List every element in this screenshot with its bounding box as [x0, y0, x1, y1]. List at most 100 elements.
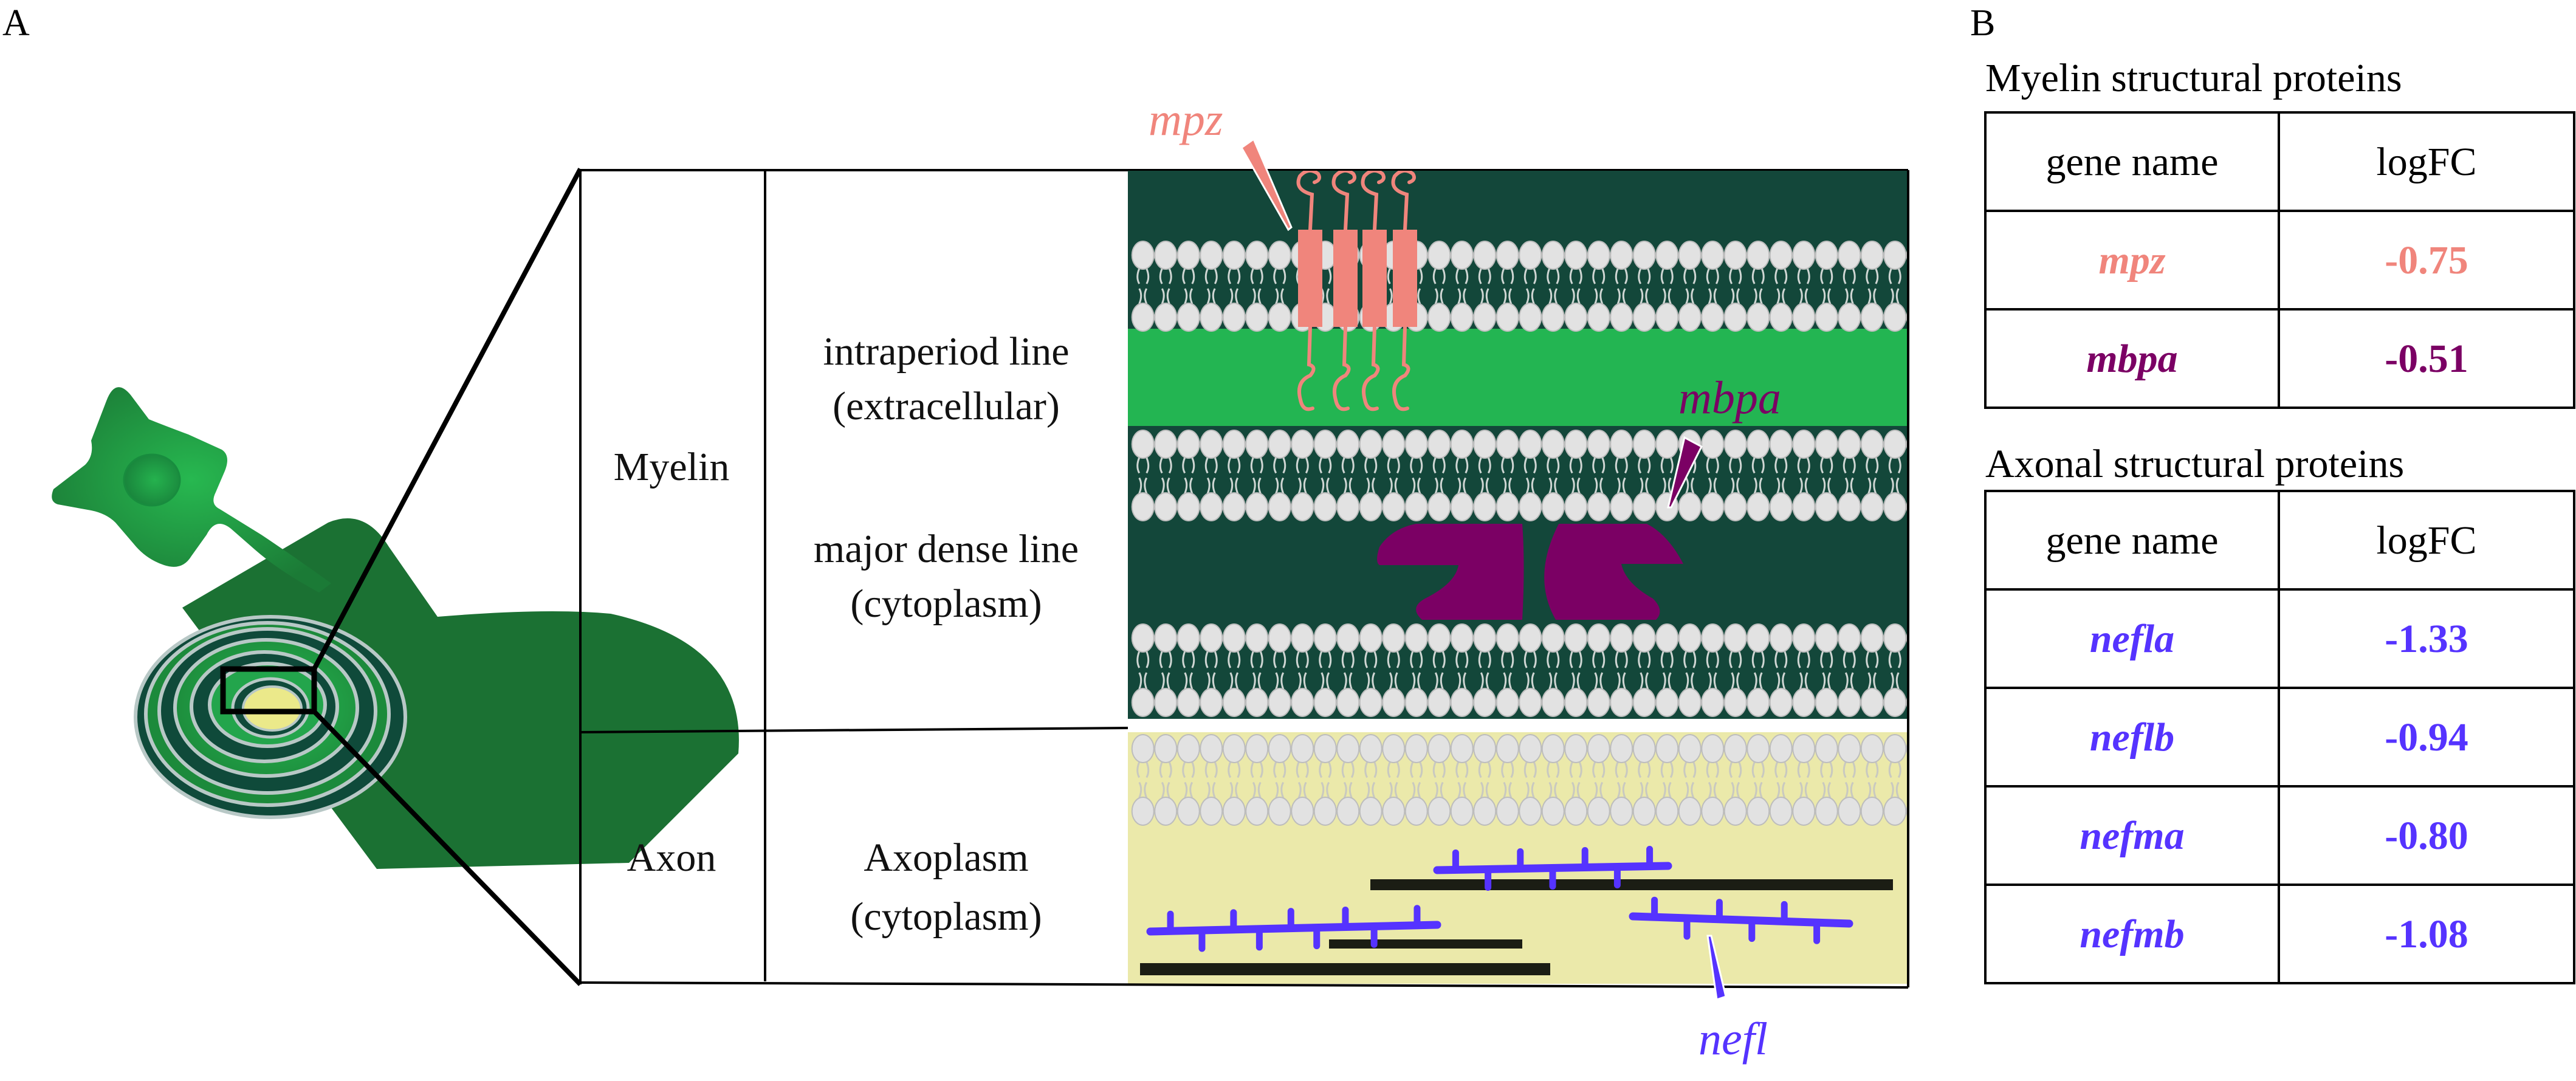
- lipid-head: [1792, 688, 1816, 717]
- lipid-head: [1632, 241, 1656, 270]
- lipid-bilayer: [1131, 623, 1907, 717]
- lipid-head: [1792, 430, 1816, 459]
- lipid-bilayer: [1131, 430, 1907, 521]
- lipid-head: [1860, 734, 1884, 763]
- lipid-head: [1131, 303, 1155, 332]
- lipid-head: [1382, 797, 1406, 826]
- gene-name-cell: mpz: [2098, 238, 2165, 283]
- lipid-head: [1291, 623, 1314, 653]
- lipid-head: [1404, 688, 1428, 717]
- lipid-head: [1313, 797, 1337, 826]
- lipid-head: [1883, 688, 1907, 717]
- lipid-head: [1610, 430, 1633, 459]
- lipid-head: [1313, 430, 1337, 459]
- lipid-head: [1336, 734, 1360, 763]
- lipid-head: [1632, 623, 1656, 653]
- microtubule: [1140, 963, 1550, 975]
- lipid-head: [1769, 623, 1793, 653]
- lipid-head: [1723, 492, 1747, 521]
- lipid-head: [1519, 734, 1542, 763]
- gene-name-cell: nefma: [2080, 814, 2184, 858]
- lipid-head: [1701, 688, 1725, 717]
- zoom-box: [220, 666, 317, 715]
- lipid-head: [1564, 688, 1588, 717]
- lipid-head: [1427, 492, 1451, 521]
- table-row: mbpa-0.51: [2086, 337, 2468, 381]
- lipid-head: [1587, 797, 1610, 826]
- lipid-head: [1906, 250, 1907, 261]
- lipid-head: [1427, 623, 1451, 653]
- lipid-head: [1678, 623, 1702, 653]
- lipid-head: [1838, 303, 1861, 332]
- lipid-head: [1769, 734, 1793, 763]
- logfc-cell: -0.94: [2385, 715, 2468, 760]
- lipid-head: [1268, 492, 1291, 521]
- lipid-head: [1519, 623, 1542, 653]
- lipid-head: [1268, 688, 1291, 717]
- lipid-head: [1131, 623, 1155, 653]
- lipid-head: [1200, 797, 1223, 826]
- lipid-head: [1427, 303, 1451, 332]
- neurofilament: [1629, 896, 1853, 944]
- lipid-head: [1336, 492, 1360, 521]
- lipid-head: [1131, 797, 1155, 826]
- lipid-head: [1245, 492, 1269, 521]
- table-row: neflb-0.94: [2090, 715, 2468, 760]
- lipid-head: [1336, 797, 1360, 826]
- mpz-monomer: [1391, 171, 1417, 411]
- lipid-head: [1587, 623, 1610, 653]
- lipid-head: [1359, 492, 1382, 521]
- intraperiod-sub-label: (extracellular): [833, 384, 1060, 428]
- lipid-head: [1382, 688, 1406, 717]
- lipid-head: [1564, 303, 1588, 332]
- mbpa-callout-label: mbpa: [1678, 372, 1781, 424]
- lipid-head: [1131, 688, 1155, 717]
- lipid-head: [1473, 241, 1497, 270]
- lipid-head: [1268, 303, 1291, 332]
- lipid-head: [1245, 303, 1269, 332]
- lipid-head: [1769, 241, 1793, 270]
- major-dense-sub-label: (cytoplasm): [850, 582, 1042, 626]
- lipid-head: [1587, 241, 1610, 270]
- lipid-head: [1747, 623, 1770, 653]
- lipid-head: [1176, 623, 1200, 653]
- lipid-head: [1747, 797, 1770, 826]
- lipid-head: [1678, 492, 1702, 521]
- intraperiod-line-label: intraperiod line: [823, 329, 1069, 374]
- lipid-head: [1176, 241, 1200, 270]
- lipid-head: [1610, 688, 1633, 717]
- lipid-head: [1610, 623, 1633, 653]
- lipid-head: [1541, 734, 1565, 763]
- lipid-head: [1815, 688, 1838, 717]
- logfc-cell: -1.33: [2385, 617, 2468, 661]
- lipid-head: [1769, 492, 1793, 521]
- lipid-head: [1473, 734, 1497, 763]
- lipid-head: [1860, 688, 1884, 717]
- lipid-head: [1291, 492, 1314, 521]
- lipid-head: [1655, 303, 1679, 332]
- lipid-head: [1200, 430, 1223, 459]
- lipid-head: [1313, 688, 1337, 717]
- lipid-head: [1792, 303, 1816, 332]
- lipid-head: [1222, 241, 1246, 270]
- lipid-head: [1883, 797, 1907, 826]
- lipid-head: [1815, 734, 1838, 763]
- mbpa-protein: [1377, 524, 1683, 620]
- lipid-head: [1359, 430, 1382, 459]
- lipid-head: [1541, 688, 1565, 717]
- table-title: Axonal structural proteins: [1985, 442, 2404, 486]
- lipid-head: [1473, 797, 1497, 826]
- mpz-monomer: [1331, 171, 1358, 411]
- lipid-head: [1450, 492, 1474, 521]
- lipid-head: [1496, 623, 1519, 653]
- lipid-head: [1860, 303, 1884, 332]
- lipid-head: [1815, 797, 1838, 826]
- lipid-head: [1541, 430, 1565, 459]
- lipid-head: [1564, 623, 1588, 653]
- lipid-head: [1678, 303, 1702, 332]
- lipid-head: [1860, 797, 1884, 826]
- mbpa-left-subunit: [1377, 524, 1524, 620]
